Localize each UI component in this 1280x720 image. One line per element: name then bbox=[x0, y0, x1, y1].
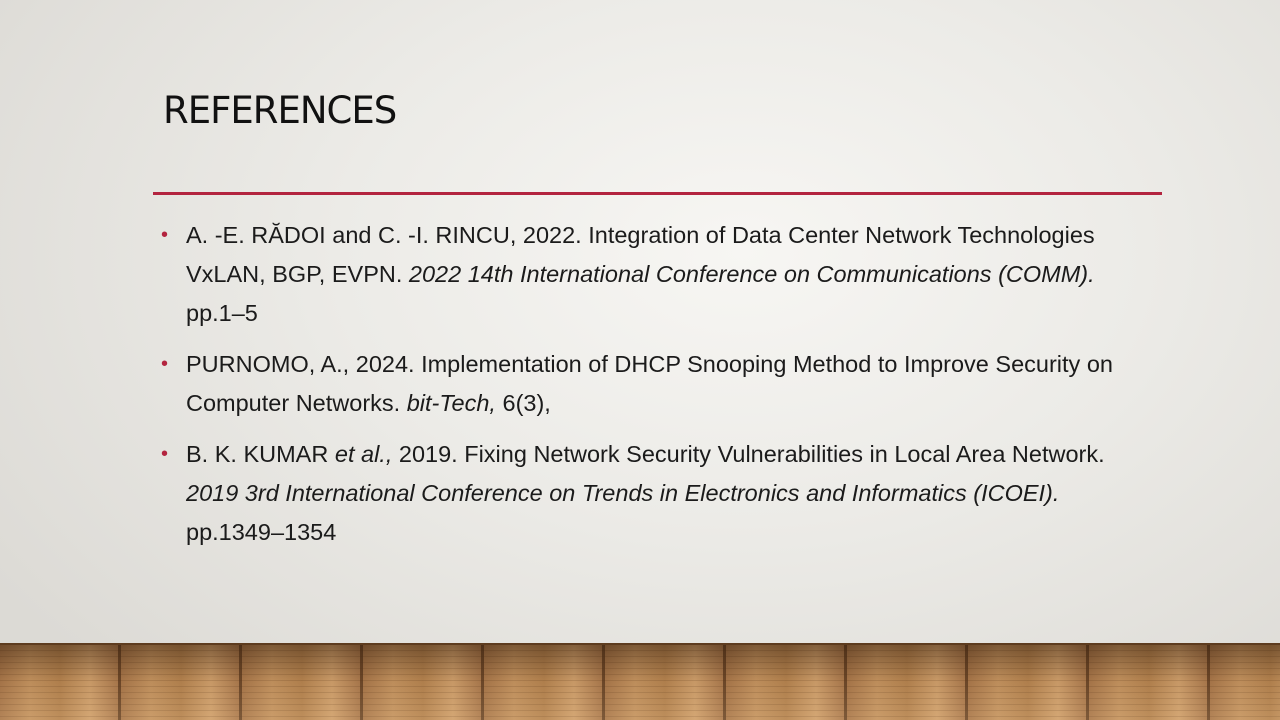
bullet-icon: • bbox=[161, 443, 169, 465]
reference-venue: 2022 14th International Conference on Co… bbox=[408, 261, 1095, 287]
bullet-icon: • bbox=[161, 353, 169, 375]
reference-pages: pp.1349–1354 bbox=[186, 519, 337, 545]
reference-venue: bit-Tech, bbox=[406, 390, 496, 416]
reference-item: • B. K. KUMAR et al., 2019. Fixing Netwo… bbox=[161, 435, 1146, 552]
wood-grain-overlay bbox=[0, 645, 1280, 720]
reference-authors: B. K. KUMAR bbox=[186, 441, 335, 467]
reference-etal: et al., bbox=[334, 441, 393, 467]
reference-text: PURNOMO, A., 2024. Implementation of DHC… bbox=[186, 351, 1113, 416]
slide-title: REFERENCES bbox=[163, 89, 397, 132]
reference-text: 2019. Fixing Network Security Vulnerabil… bbox=[392, 441, 1105, 467]
reference-pages: 6(3), bbox=[495, 390, 551, 416]
reference-item: • A. -E. RĂDOI and C. -I. RINCU, 2022. I… bbox=[161, 216, 1146, 333]
reference-pages: pp.1–5 bbox=[186, 300, 258, 326]
reference-text: A. -E. RĂDOI and C. -I. RINCU, 2022. Int… bbox=[186, 222, 1095, 287]
reference-item: • PURNOMO, A., 2024. Implementation of D… bbox=[161, 345, 1146, 423]
reference-list: • A. -E. RĂDOI and C. -I. RINCU, 2022. I… bbox=[161, 216, 1146, 564]
title-divider bbox=[153, 192, 1162, 195]
bullet-icon: • bbox=[161, 224, 169, 246]
floor-shadow-overlay bbox=[0, 645, 1280, 720]
wood-floor-decoration bbox=[0, 643, 1280, 720]
reference-venue: 2019 3rd International Conference on Tre… bbox=[186, 480, 1060, 506]
